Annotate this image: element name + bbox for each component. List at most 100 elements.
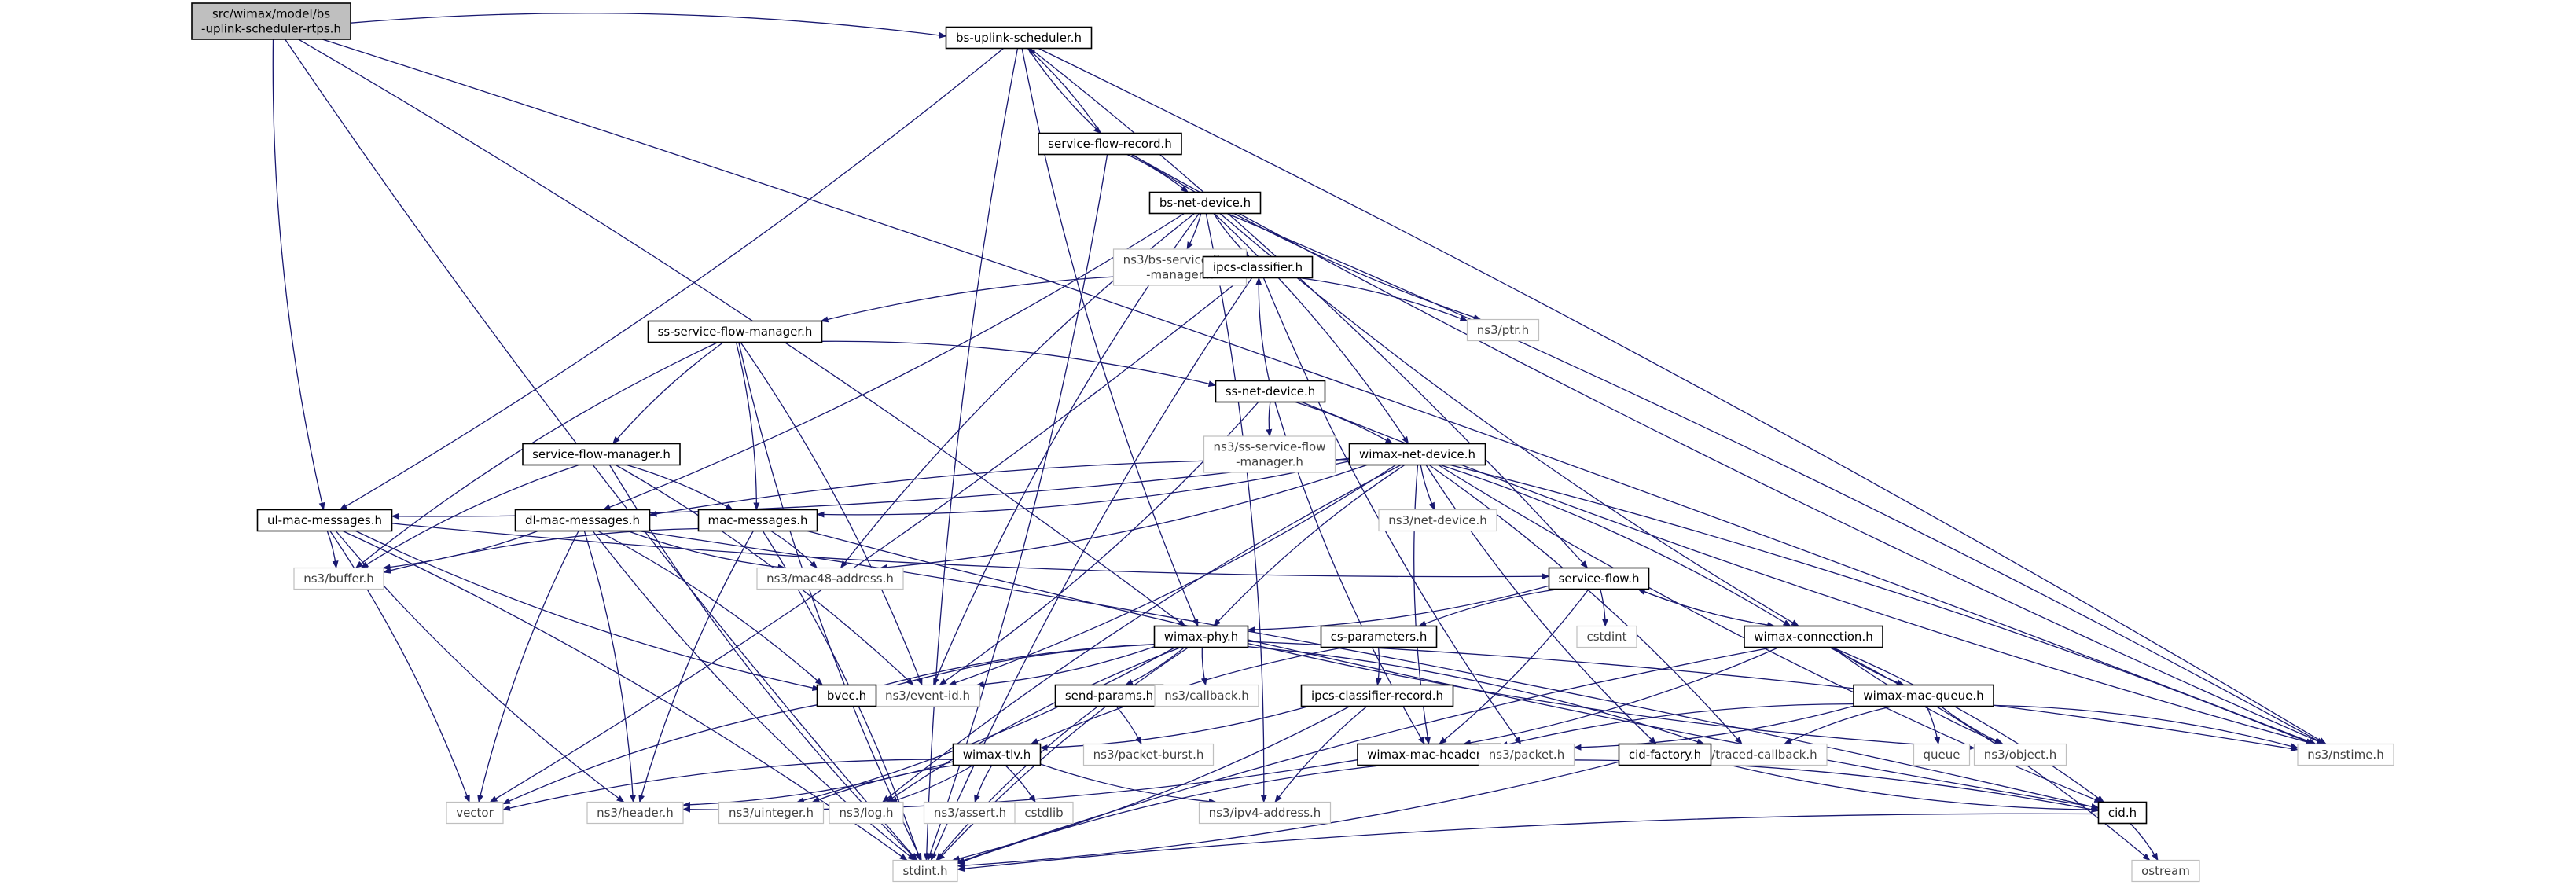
edge-cid-to-ostream — [2130, 823, 2159, 861]
node-label: -uplink-scheduler-rtps.h — [201, 21, 341, 35]
node-box — [1576, 625, 1637, 648]
node-bsus[interactable]: bs-uplink-scheduler.h — [945, 26, 1093, 50]
edge-sssfm-to-macm — [735, 342, 760, 511]
node-wnd[interactable]: wimax-net-device.h — [1348, 443, 1486, 466]
edge-macm-to-header — [638, 531, 754, 803]
node-sssfm[interactable]: ss-service-flow-manager.h — [647, 320, 823, 343]
node-label: ns3/buffer.h — [303, 571, 374, 586]
node-label: bs-net-device.h — [1159, 196, 1251, 210]
edge-ipcsr-to-stdint — [951, 705, 1350, 862]
edge-wphy-to-eventid — [976, 646, 1155, 688]
node-ptr: ns3/ptr.h — [1466, 318, 1540, 342]
node-ipcs[interactable]: ipcs-classifier.h — [1202, 255, 1314, 279]
node-sendp[interactable]: send-params.h — [1054, 684, 1164, 707]
node-label: ns3/net-device.h — [1388, 513, 1487, 527]
edge-sssfm-to-ssnd — [821, 340, 1217, 388]
edge-sendp-to-pburst — [1115, 706, 1142, 745]
node-box — [1148, 191, 1262, 215]
node-label: ns3/callback.h — [1164, 689, 1249, 703]
edge-wnd-to-eventid — [948, 464, 1396, 686]
node-label: ns3/object.h — [1984, 748, 2056, 762]
node-box — [1153, 625, 1249, 648]
node-box — [756, 567, 904, 590]
node-label: cid-factory.h — [1629, 748, 1701, 762]
edge-wphy-to-sendp — [1125, 646, 1185, 686]
node-box — [1320, 625, 1438, 648]
edge-wmq-to-object — [1940, 705, 2004, 745]
edge-wmq-to-tcb — [1784, 705, 1894, 745]
node-ssnd[interactable]: ss-net-device.h — [1215, 380, 1326, 403]
node-label: ipcs-classifier.h — [1213, 260, 1303, 274]
edge-wphy-to-log — [885, 646, 1181, 803]
edge-sfr-to-bsus — [1027, 47, 1101, 134]
edge-ipcs-to-ptr — [1299, 277, 1468, 321]
node-ulmm[interactable]: ul-mac-messages.h — [256, 509, 393, 532]
node-queue: queue — [1913, 743, 1971, 766]
node-csp[interactable]: cs-parameters.h — [1320, 625, 1438, 648]
node-box — [718, 801, 825, 825]
node-wtlv[interactable]: wimax-tlv.h — [952, 743, 1042, 766]
node-cidf[interactable]: cid-factory.h — [1618, 743, 1712, 766]
edge-wconn-to-sf — [1637, 588, 1775, 627]
edge-bsus-to-nstime — [1038, 47, 2327, 745]
edge-wtlv-to-uint — [811, 764, 956, 803]
edge-wmh-to-cid — [1500, 759, 2100, 813]
node-label: ns3/ipv4-address.h — [1209, 806, 1321, 820]
edge-wphy-to-bvec — [875, 644, 1155, 692]
node-ipcsr[interactable]: ipcs-classifier-record.h — [1300, 684, 1454, 707]
node-box — [191, 2, 351, 40]
node-label: service-flow.h — [1559, 571, 1640, 586]
edge-wconn-to-stdint — [957, 646, 1773, 864]
node-wphy[interactable]: wimax-phy.h — [1153, 625, 1249, 648]
edge-wtlv-to-cstdlib — [1005, 765, 1036, 803]
node-label: ns3/nstime.h — [2307, 748, 2383, 762]
edge-ulmm-to-buffer — [326, 531, 339, 569]
node-label: ns3/uinteger.h — [729, 806, 814, 820]
node-dlmm[interactable]: dl-mac-messages.h — [514, 509, 651, 532]
node-bsnd[interactable]: bs-net-device.h — [1148, 191, 1262, 215]
node-box — [1202, 255, 1314, 279]
edge-cidf-to-stdint — [957, 761, 1619, 869]
node-label: ipcs-classifier-record.h — [1311, 689, 1443, 703]
node-box — [892, 859, 958, 883]
edge-bsnd-to-wconn — [1219, 213, 1799, 627]
node-box — [446, 801, 504, 825]
edge-wconn-to-wmh — [1463, 646, 1780, 746]
node-label: wimax-connection.h — [1754, 630, 1872, 644]
edge-csp-to-ipcsr — [1375, 647, 1382, 686]
node-wmh[interactable]: wimax-mac-header.h — [1357, 743, 1501, 766]
node-object: ns3/object.h — [1973, 743, 2067, 766]
node-box — [952, 743, 1042, 766]
edge-wnd-to-wconn — [1440, 464, 1791, 627]
node-sfr[interactable]: service-flow-record.h — [1038, 132, 1182, 156]
node-label: ns3/packet.h — [1489, 748, 1564, 762]
node-box — [1853, 684, 1994, 707]
edge-sf-to-csp — [1418, 588, 1559, 627]
node-bvec[interactable]: bvec.h — [816, 684, 877, 707]
node-box — [1154, 684, 1259, 707]
node-cid[interactable]: cid.h — [2097, 801, 2148, 825]
node-label: ns3/assert.h — [934, 806, 1006, 820]
node-macm[interactable]: mac-messages.h — [697, 509, 818, 532]
node-wmq[interactable]: wimax-mac-queue.h — [1853, 684, 1994, 707]
edge-ssnd-to-ns3ssfm — [1266, 402, 1273, 437]
edge-wmq-to-wmh — [1500, 703, 1854, 748]
edge-sssfm-to-sfm — [612, 341, 724, 445]
edge-wnd-to-tcb — [1428, 464, 1743, 745]
edge-wnd-to-macm — [816, 461, 1350, 518]
node-box — [816, 684, 877, 707]
node-tcb: ns3/traced-callback.h — [1680, 743, 1828, 766]
node-box — [1038, 132, 1182, 156]
edge-dlmm-to-cid — [638, 530, 2100, 810]
node-label: vector — [456, 806, 494, 820]
edge-wnd-to-mac48 — [879, 464, 1368, 571]
node-sfm[interactable]: service-flow-manager.h — [522, 443, 681, 466]
node-label: ns3/log.h — [839, 806, 893, 820]
edge-wphy-to-stdint — [937, 646, 1189, 861]
node-sf[interactable]: service-flow.h — [1548, 567, 1650, 590]
node-root[interactable]: src/wimax/model/bs-uplink-scheduler-rtps… — [191, 2, 351, 40]
edge-wphy-to-uint — [796, 646, 1176, 803]
edge-wmh-to-stdint — [957, 764, 1384, 865]
node-wconn[interactable]: wimax-connection.h — [1744, 625, 1883, 648]
